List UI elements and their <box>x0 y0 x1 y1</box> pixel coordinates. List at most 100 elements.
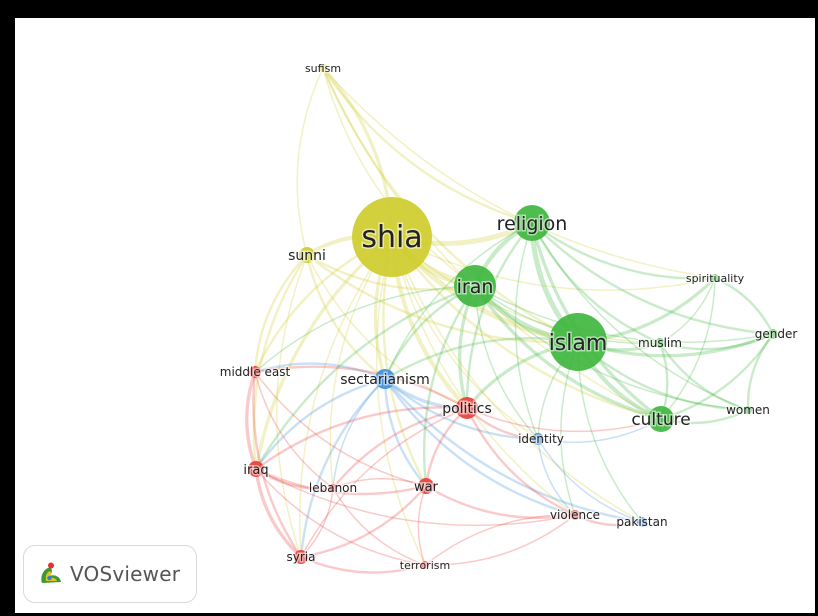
link-shia-violence <box>391 236 576 516</box>
node-label-war[interactable]: war <box>413 479 441 497</box>
network-nodes <box>248 64 778 569</box>
node-label-middle-east[interactable]: middle east <box>218 364 292 381</box>
node-label-iran[interactable]: iran <box>455 275 495 300</box>
link-iraq-violence <box>255 468 576 527</box>
link-religion-politics <box>465 221 534 410</box>
node-label-muslim[interactable]: muslim <box>637 335 684 352</box>
node-label-culture[interactable]: culture <box>630 409 692 432</box>
link-politics-violence <box>465 406 577 517</box>
link-syria-lebanon <box>300 487 334 558</box>
node-pakistan[interactable] <box>637 517 647 527</box>
link-sufism-religion <box>321 66 534 225</box>
link-religion-women <box>531 222 749 411</box>
node-label-politics[interactable]: politics <box>441 400 494 419</box>
link-politics-culture <box>466 407 662 433</box>
node-religion[interactable] <box>514 205 550 241</box>
node-syria[interactable] <box>294 550 308 564</box>
node-label-spirituality[interactable]: spirituality <box>684 271 746 287</box>
node-label-identity[interactable]: identity <box>517 431 566 448</box>
link-sunni-middle_east <box>253 253 309 374</box>
link-religion-spirituality <box>530 221 717 280</box>
node-label-sufism[interactable]: sufism <box>303 61 342 77</box>
vosviewer-logo-icon <box>41 562 61 583</box>
link-gender-women <box>746 332 775 412</box>
link-war-terrorism <box>417 485 427 566</box>
link-politics-iraq <box>254 406 469 471</box>
link-religion-sectarianism <box>384 222 533 380</box>
link-middle_east-iraq <box>245 370 258 471</box>
network-visualization[interactable]: shia sufism sunni religion iran islam spiritua… <box>15 18 815 613</box>
node-label-lebanon[interactable]: lebanon <box>307 480 358 497</box>
node-culture[interactable] <box>648 406 674 432</box>
node-label-women[interactable]: women <box>725 402 772 419</box>
node-label-iraq[interactable]: iraq <box>242 462 270 480</box>
link-sunni-islam <box>305 253 580 344</box>
link-sufism-iran <box>322 67 476 287</box>
node-label-sunni[interactable]: sunni <box>287 247 328 266</box>
link-sunni-politics <box>306 254 468 409</box>
link-shia-syria <box>298 236 393 558</box>
node-middle-east[interactable] <box>249 366 261 378</box>
node-gender[interactable] <box>768 329 778 339</box>
node-iraq[interactable] <box>248 461 264 477</box>
link-sufism-spirituality <box>322 67 716 279</box>
link-syria-war <box>299 484 428 559</box>
link-iraq-lebanon <box>254 467 335 490</box>
node-muslim[interactable] <box>655 338 665 348</box>
node-label-terrorism[interactable]: terrorism <box>398 558 451 574</box>
vosviewer-brand-badge: VOSviewer <box>23 545 197 603</box>
link-sectarianism-war <box>383 377 428 488</box>
node-sectarianism[interactable] <box>375 369 395 389</box>
node-sufism[interactable] <box>319 64 327 72</box>
link-muslim-spirituality <box>659 277 716 344</box>
link-sectarianism-identity <box>383 377 540 441</box>
node-women[interactable] <box>744 406 752 414</box>
node-violence[interactable] <box>570 510 580 520</box>
link-muslim-gender <box>658 332 775 351</box>
node-label-religion[interactable]: religion <box>495 212 569 237</box>
node-label-islam[interactable]: islam <box>547 330 609 358</box>
link-sectarianism-pakistan <box>383 377 644 524</box>
network-graph[interactable]: shia sufism sunni religion iran islam spiritua… <box>15 18 815 613</box>
link-iraq-war <box>254 467 428 496</box>
node-sunni[interactable] <box>299 247 315 263</box>
node-label-sectarianism[interactable]: sectarianism <box>339 371 432 390</box>
node-label-violence[interactable]: violence <box>548 507 601 524</box>
link-identity-culture <box>537 418 662 444</box>
link-sunni-iran <box>305 253 477 291</box>
link-iraq-syria <box>254 467 303 559</box>
node-politics[interactable] <box>456 397 478 419</box>
network-links <box>245 66 775 574</box>
link-sunni-iraq <box>252 253 309 471</box>
node-label-shia[interactable]: shia <box>360 219 424 257</box>
link-politics-syria <box>300 407 468 558</box>
node-label-pakistan[interactable]: pakistan <box>615 514 669 531</box>
link-middle_east-war <box>254 371 427 487</box>
node-identity[interactable] <box>532 433 544 445</box>
node-terrorism[interactable] <box>421 561 429 569</box>
node-iran[interactable] <box>454 265 496 307</box>
link-iran-iraq <box>254 284 477 471</box>
node-shia[interactable] <box>352 197 432 277</box>
network-labels: shia sufism sunni religion iran islam spiritua… <box>218 61 799 574</box>
node-war[interactable] <box>418 478 434 494</box>
link-politics-lebanon <box>331 406 469 490</box>
link-iran-women <box>474 285 749 411</box>
link-terrorism-violence <box>424 514 576 566</box>
node-label-gender[interactable]: gender <box>753 326 799 343</box>
link-war-violence <box>424 484 577 520</box>
link-syria-terrorism <box>299 555 427 574</box>
link-iran-war <box>423 284 477 488</box>
link-shia-terrorism <box>375 236 426 566</box>
link-violence-pakistan <box>573 513 644 527</box>
node-islam[interactable] <box>549 313 607 371</box>
node-lebanon[interactable] <box>329 484 337 492</box>
link-sunni-syria <box>276 254 308 558</box>
link-sunni-sectarianism <box>305 253 387 381</box>
link-sufism-sunni <box>296 67 324 256</box>
node-label-syria[interactable]: syria <box>285 549 317 566</box>
link-sectarianism-violence <box>383 377 577 517</box>
node-spirituality[interactable] <box>711 274 719 282</box>
link-iraq-terrorism <box>255 468 426 566</box>
